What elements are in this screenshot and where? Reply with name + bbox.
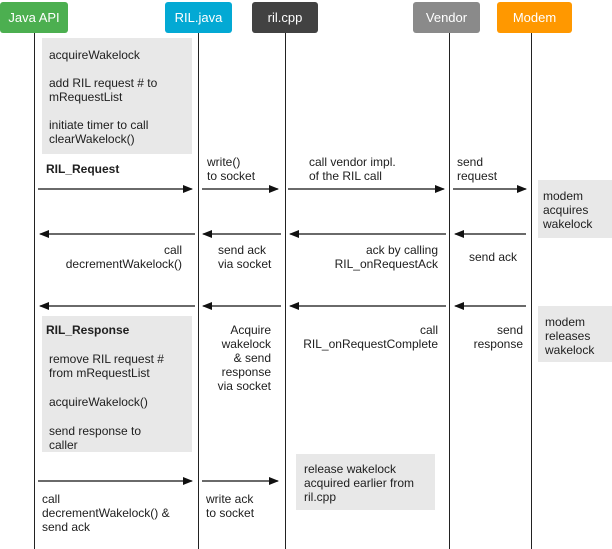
participant-java-api: Java API: [0, 2, 68, 33]
note-modem-acquires: [538, 180, 612, 238]
note-text-modem-releases: modem releases wakelock: [545, 315, 595, 357]
label-acquire-send-response: Acquire wakelock & send response via soc…: [217, 323, 271, 393]
lifeline-vendor: [449, 33, 450, 549]
label-ril-request: RIL_Request: [46, 162, 120, 176]
label-call-request-complete: call RIL_onRequestComplete: [303, 323, 438, 351]
note-text-send-response: send response to caller: [49, 424, 142, 452]
note-text-release-wakelock: release wakelock acquired earlier from r…: [304, 462, 415, 504]
note-text-add-request: add RIL request # to mRequestList: [49, 76, 158, 104]
label-write-socket: write() to socket: [207, 155, 256, 183]
note-java-response: [42, 316, 192, 452]
participant-ril-cpp: ril.cpp: [252, 2, 318, 33]
label-send-request: send request: [457, 155, 498, 183]
note-title-ril-response: RIL_Response: [46, 323, 130, 337]
label-call-decrement-ack: call decrementWakelock() & send ack: [42, 492, 170, 534]
note-java-request: [42, 38, 192, 154]
label-call-vendor: call vendor impl. of the RIL call: [309, 155, 396, 183]
label-send-ack-socket: send ack via socket: [218, 243, 272, 271]
participant-ril-java: RIL.java: [165, 2, 232, 33]
label-send-ack: send ack: [469, 250, 518, 264]
note-text-initiate-timer: initiate timer to call clearWakelock(): [49, 118, 149, 146]
note-text-modem-acquires: modem acquires wakelock: [543, 189, 593, 231]
label-write-ack-socket: write ack to socket: [206, 492, 255, 520]
lifeline-java-api: [34, 33, 35, 549]
note-text-remove-request: remove RIL request # from mRequestList: [49, 352, 164, 380]
lifeline-ril-cpp: [285, 33, 286, 549]
label-call-decrement-wakelock: call decrementWakelock(): [65, 243, 182, 271]
note-modem-releases: [538, 306, 612, 362]
lifeline-modem: [531, 33, 532, 549]
participant-vendor: Vendor: [413, 2, 480, 33]
label-send-response: send response: [473, 323, 523, 351]
note-release-cpp: [296, 454, 435, 510]
participant-modem: Modem: [497, 2, 572, 33]
lifeline-ril-java: [198, 33, 199, 549]
note-text-acquire-wakelock: acquireWakelock: [49, 48, 140, 62]
note-text-acquire-wakelock-2: acquireWakelock(): [49, 395, 148, 409]
label-ack-by-calling: ack by calling RIL_onRequestAck: [334, 243, 438, 271]
